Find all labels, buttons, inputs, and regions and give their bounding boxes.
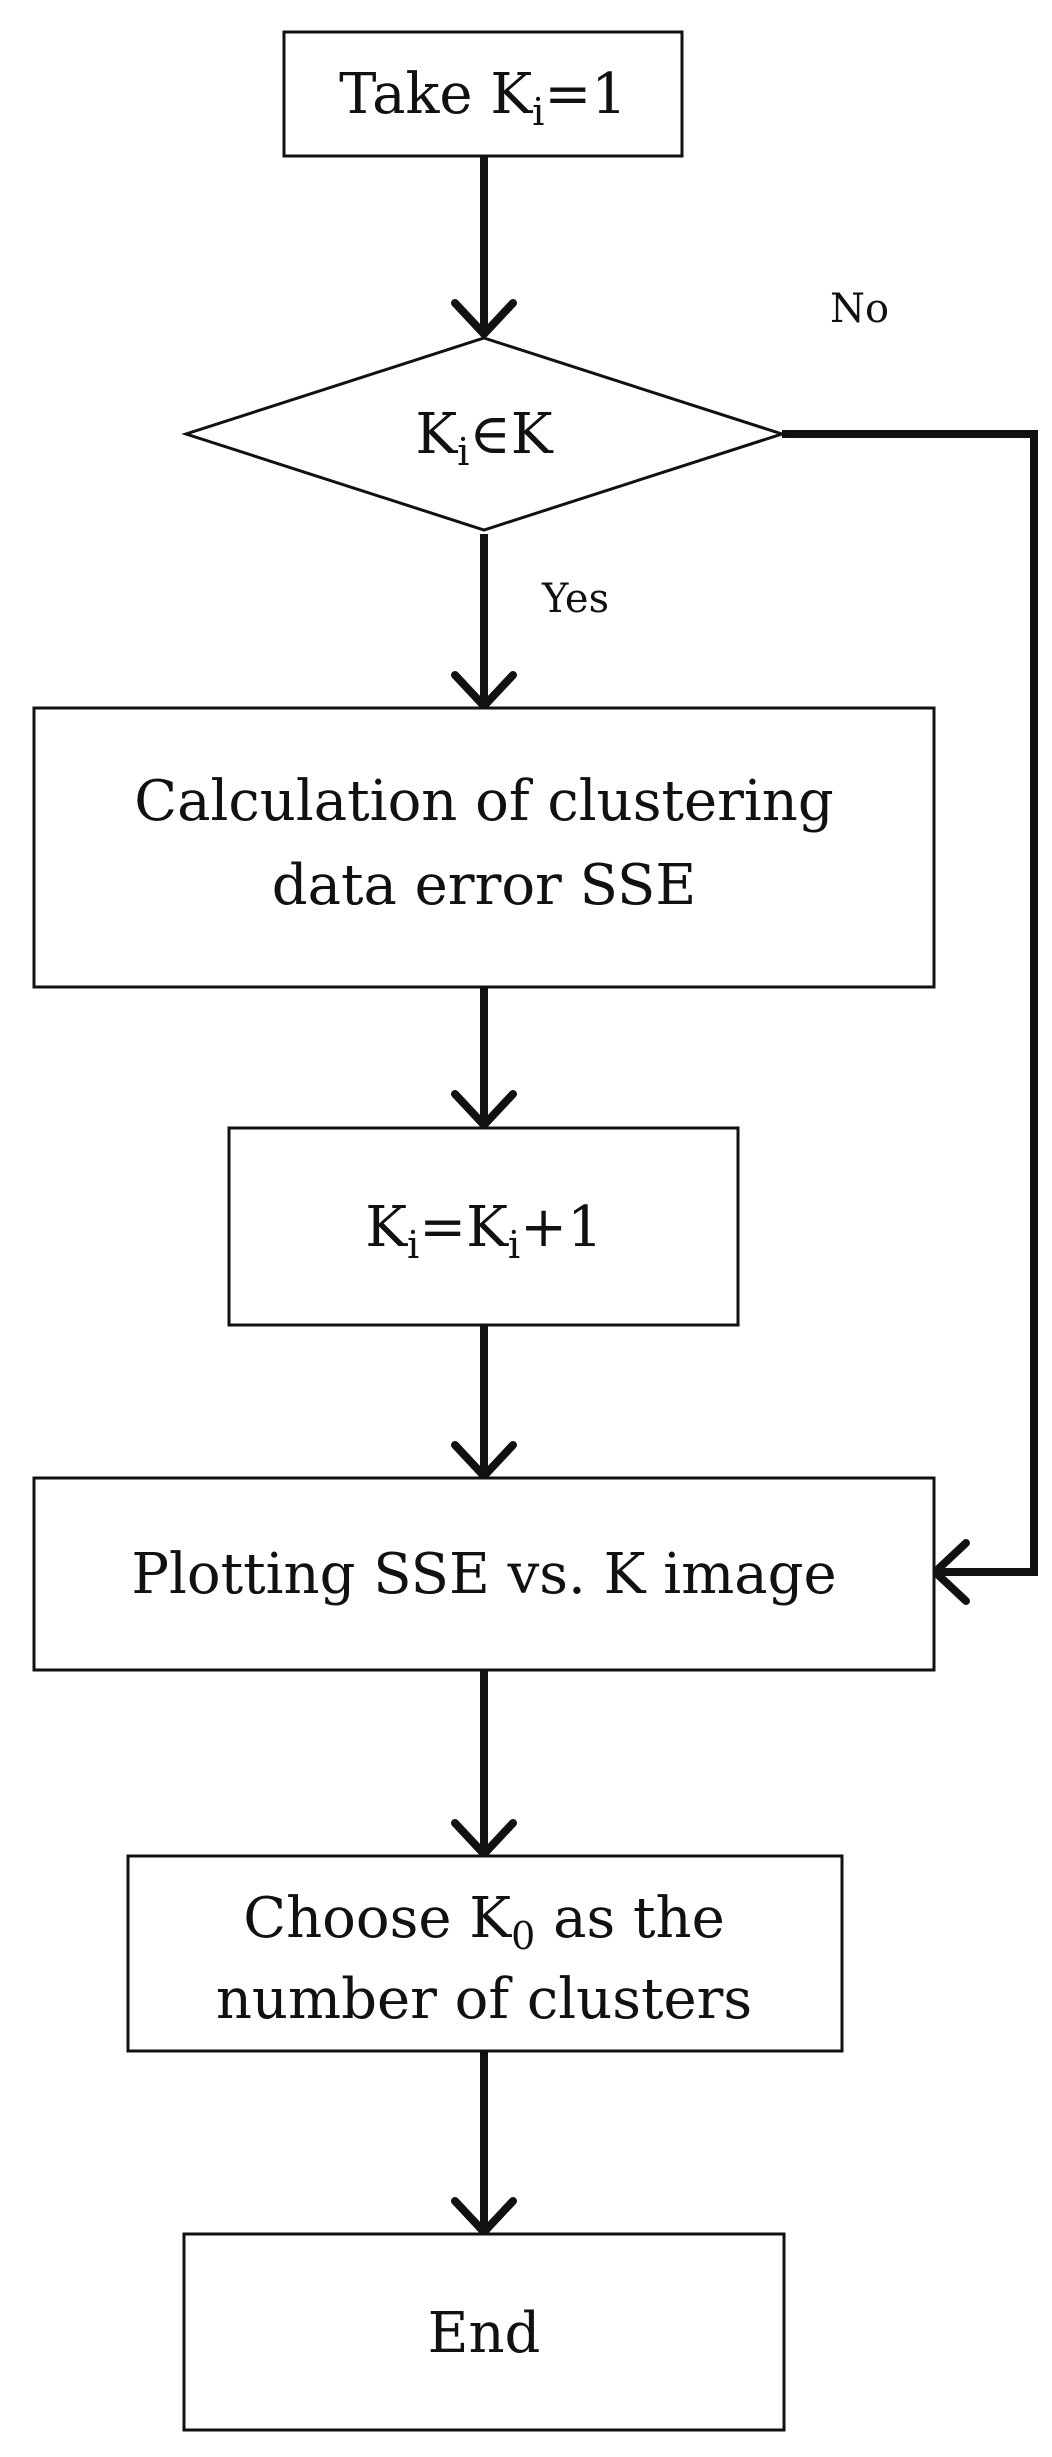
node-choose-part: as the (535, 1886, 724, 1951)
node-choose-part: Choose K (243, 1886, 512, 1951)
node-take-k-shape (282, 30, 684, 158)
node-condition-subscript: i (457, 430, 469, 474)
node-choose: Choose K0 as the number of clusters (126, 1854, 844, 2053)
edge-label-no: No (830, 286, 889, 332)
arrowhead (451, 1090, 517, 1129)
node-increment-shape (227, 1126, 740, 1327)
node-end-shape (182, 2232, 786, 2432)
node-choose-subscript: 0 (511, 1914, 535, 1958)
node-choose-line2: number of clusters (216, 1967, 752, 2032)
node-increment: Ki=Ki+1 (227, 1126, 740, 1327)
arrowhead (451, 671, 517, 710)
node-calculate-sse-line2: data error SSE (272, 853, 697, 918)
node-condition-label: Ki∈K (415, 402, 553, 474)
edge-take-to-condition (451, 156, 517, 338)
node-increment-subscript: i (508, 1223, 520, 1267)
edge-condition-no-to-plot: No (782, 286, 1038, 1605)
node-increment-part: =K (419, 1195, 509, 1260)
node-increment-subscript: i (407, 1223, 419, 1267)
node-increment-label: Ki=Ki+1 (365, 1195, 602, 1267)
edge-increment-to-plot (451, 1325, 517, 1480)
edge-label-yes: Yes (541, 576, 609, 622)
edge-condition-yes-to-calculate: Yes (451, 534, 609, 710)
node-increment-part: K (365, 1195, 408, 1260)
arrowhead (451, 299, 517, 338)
node-condition-part: ∈K (469, 402, 553, 467)
node-condition-part: K (415, 402, 458, 467)
node-calculate-sse: Calculation of clustering data error SSE (32, 706, 936, 989)
node-choose-shape (126, 1854, 844, 2053)
node-take-k-subscript: i (532, 90, 544, 134)
node-condition-shape (181, 336, 787, 532)
node-condition: Ki∈K (181, 336, 787, 532)
node-plot-shape (32, 1476, 936, 1672)
node-end: End (182, 2232, 786, 2432)
node-take-k-part: =1 (544, 62, 627, 127)
arrowhead (451, 1441, 517, 1480)
node-plot: Plotting SSE vs. K image (32, 1476, 936, 1672)
node-increment-part: +1 (520, 1195, 603, 1260)
node-calculate-sse-line1: Calculation of clustering (134, 769, 833, 834)
edge-choose-to-end (451, 2051, 517, 2236)
node-calculate-sse-shape (32, 706, 936, 989)
edge-calculate-to-increment (451, 987, 517, 1129)
arrowhead (451, 1819, 517, 1858)
node-take-k: Take Ki=1 (282, 30, 684, 158)
edge-plot-to-choose (451, 1670, 517, 1858)
node-take-k-label: Take Ki=1 (339, 62, 627, 134)
node-plot-label: Plotting SSE vs. K image (131, 1542, 836, 1607)
arrowhead (451, 2197, 517, 2236)
node-end-label: End (428, 2301, 541, 2366)
node-take-k-part: Take K (339, 62, 533, 127)
node-choose-line1: Choose K0 as the (243, 1886, 724, 1958)
